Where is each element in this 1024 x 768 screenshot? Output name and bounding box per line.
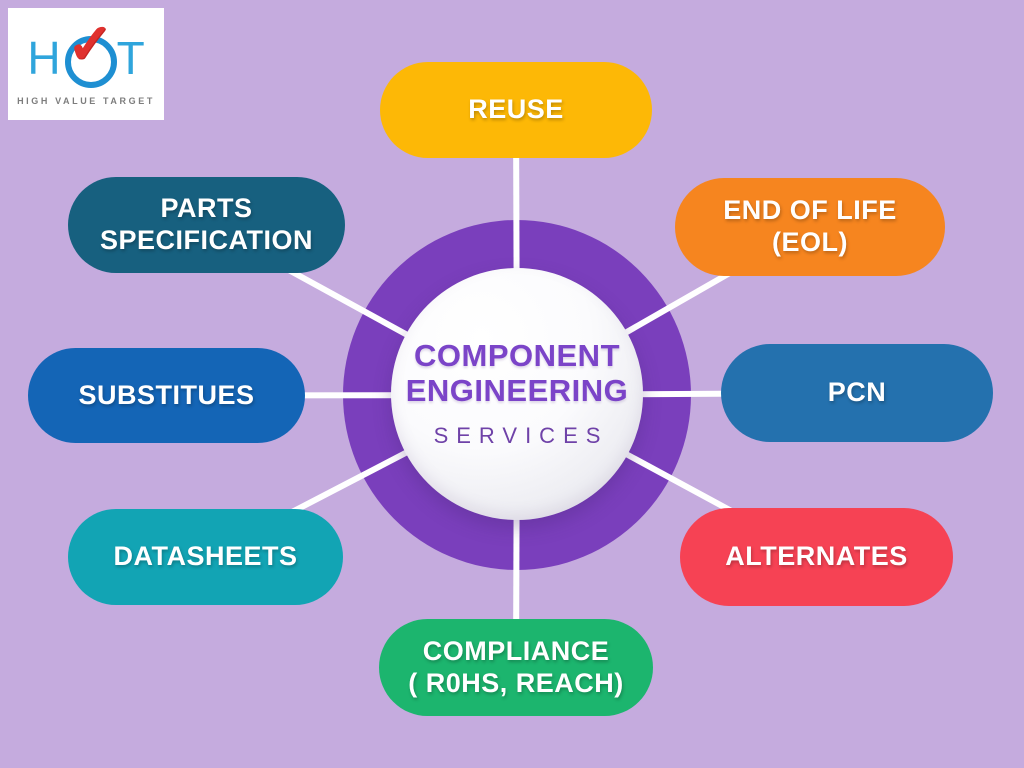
node-label: SUBSTITUES [78,379,255,410]
node-label: ALTERNATES [725,541,908,572]
hub-subtitle: SERVICES [433,422,609,448]
node-end-of-life: END OF LIFE (EOL) [675,178,945,276]
logo-letter-t: T [116,32,145,84]
node-label: PCN [827,377,887,408]
node-datasheets: DATASHEETS [68,509,343,605]
logo-tagline: HIGH VALUE TARGET [17,96,155,106]
node-parts-specification: PARTS SPECIFICATION [68,177,345,273]
node-substitues: SUBSTITUES [28,348,305,443]
node-label: END OF LIFE (EOL) [723,195,897,257]
hub-circle: COMPONENT ENGINEERING SERVICES [391,268,643,520]
hvt-logo: H ✓ T HIGH VALUE TARGET [8,8,164,120]
logo-letter-h: H [27,32,61,84]
logo-v-mark: ✓ [63,16,117,88]
hub-title: COMPONENT ENGINEERING [405,338,629,408]
node-alternates: ALTERNATES [680,508,953,606]
node-label: DATASHEETS [113,541,298,572]
node-label: REUSE [468,94,564,125]
logo-checkmark-icon: ✓ [66,12,114,75]
node-reuse: REUSE [380,62,652,158]
node-compliance: COMPLIANCE ( R0HS, REACH) [379,619,653,716]
node-pcn: PCN [721,344,993,442]
logo-circle-icon [64,36,117,88]
hvt-logo-letters: H ✓ T [27,16,145,90]
node-label: COMPLIANCE ( R0HS, REACH) [408,635,624,698]
node-label: PARTS SPECIFICATION [99,193,313,255]
